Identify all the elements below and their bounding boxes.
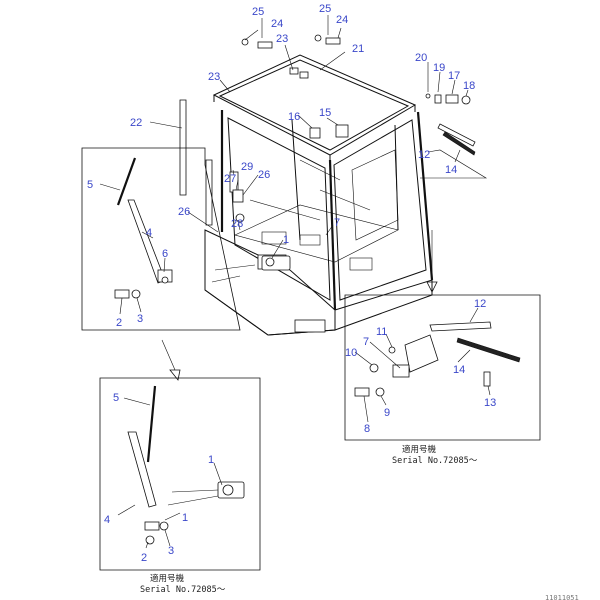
- callout: 9: [384, 407, 390, 419]
- note-applicable-right: 適用号機: [402, 444, 437, 455]
- callout: 1: [182, 512, 188, 524]
- leader-lines: [99, 15, 491, 549]
- callout: 15: [319, 107, 331, 119]
- callout: 2: [116, 317, 122, 329]
- note-serial-bottom: Serial No.72085～: [140, 585, 226, 595]
- callout: 11: [376, 326, 387, 338]
- callout: 1: [283, 234, 289, 246]
- callout: 22: [130, 117, 142, 129]
- rear-wiper-parts: [425, 93, 471, 105]
- arrow-bottom-box: [161, 339, 181, 381]
- callout: 7: [363, 336, 369, 348]
- arrow-right-box: [426, 230, 438, 293]
- callout: 17: [448, 70, 460, 82]
- note-applicable-bottom: 適用号機: [150, 573, 185, 584]
- callout: 6: [162, 248, 168, 260]
- roof-bolts: [241, 34, 341, 79]
- callout: 23: [208, 71, 220, 83]
- callout: 12: [474, 298, 486, 310]
- note-serial-right: Serial No.72085～: [392, 456, 478, 466]
- callout: 26: [178, 206, 190, 218]
- callout: 24: [336, 14, 348, 26]
- callout: 10: [345, 347, 357, 359]
- callout: 29: [241, 161, 253, 173]
- rear-wiper-box: [344, 294, 541, 441]
- callout: 5: [87, 179, 93, 191]
- figure-code: 11011051: [545, 594, 579, 600]
- glass-strip: [179, 99, 213, 226]
- callout: 25: [319, 3, 331, 15]
- callout: 23: [276, 33, 288, 45]
- cab-frame: [204, 54, 434, 336]
- callout: 3: [168, 545, 174, 557]
- callout: 25: [252, 6, 264, 18]
- callout-numbers: 25 24 25 24 23 21 23 20 19 17 18 22 16 1…: [87, 3, 496, 564]
- wiper-motor: [261, 255, 291, 271]
- rear-wiper: [437, 123, 476, 156]
- serial-wiper-box: [99, 377, 261, 571]
- callout: 12: [418, 149, 430, 161]
- callout: 28: [231, 218, 243, 230]
- callout: 5: [113, 392, 119, 404]
- callout: 21: [352, 43, 364, 55]
- callout: 1: [208, 454, 214, 466]
- callout: 16: [288, 111, 300, 123]
- callout: 4: [146, 227, 152, 239]
- callout: 19: [433, 62, 445, 74]
- callout: 3: [137, 313, 143, 325]
- lamp-parts: [309, 124, 349, 139]
- callout: 20: [415, 52, 427, 64]
- callout: 2: [141, 552, 147, 564]
- callout: 7: [334, 217, 340, 229]
- front-wiper-box: [81, 147, 241, 331]
- callout: 18: [463, 80, 475, 92]
- callout: 24: [271, 18, 283, 30]
- callout: 8: [364, 423, 370, 435]
- callout: 27: [224, 173, 236, 185]
- callout: 26: [258, 169, 270, 181]
- callout: 4: [104, 514, 110, 526]
- callout: 14: [445, 164, 457, 176]
- callout: 13: [484, 397, 496, 409]
- callout: 14: [453, 364, 465, 376]
- serial-notes: 適用号機 Serial No.72085～ 適用号機 Serial No.720…: [140, 444, 579, 600]
